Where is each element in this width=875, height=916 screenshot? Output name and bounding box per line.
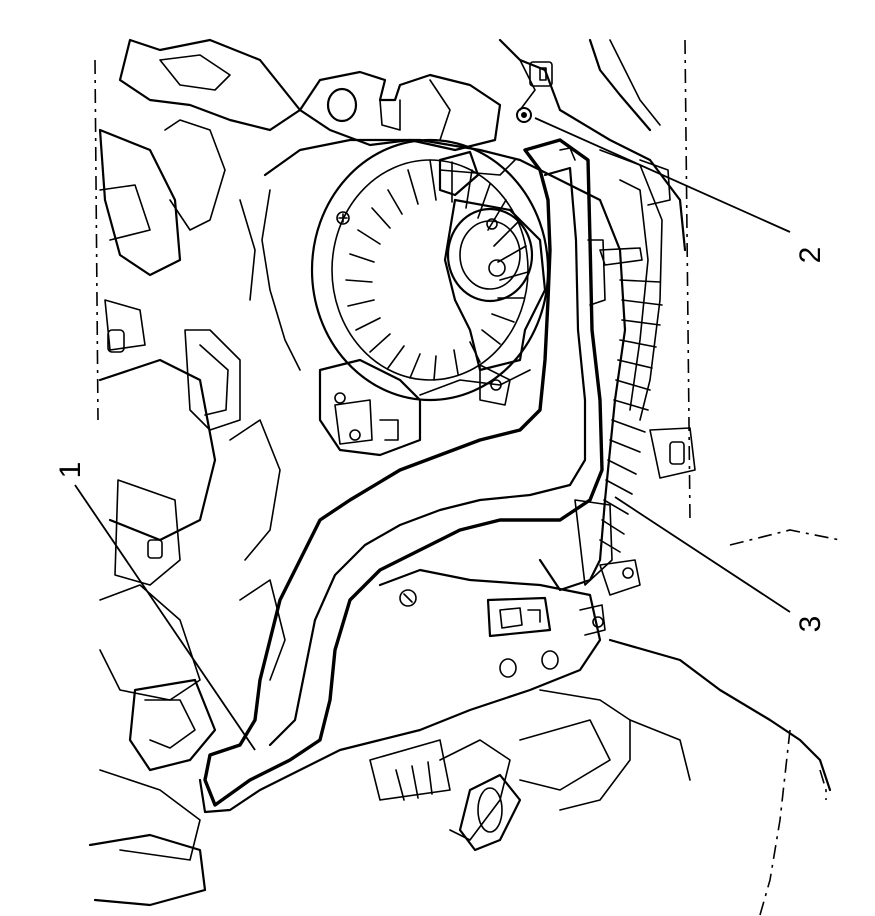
- callout-1: 1: [54, 462, 87, 479]
- blower-wheel: [310, 138, 550, 402]
- callout-2: 2: [794, 247, 827, 264]
- upper-bracket: [298, 70, 502, 152]
- right-wall: [498, 38, 696, 521]
- floor-panel: [539, 529, 841, 916]
- leader-2: [534, 117, 791, 233]
- lower-bracket: [198, 568, 611, 852]
- body-structure: [88, 38, 302, 907]
- leader-3: [614, 496, 791, 613]
- callout-3: 3: [794, 616, 827, 633]
- leader-1: [74, 484, 256, 751]
- bolt-marker-2: [516, 107, 532, 123]
- callout-leaders: [74, 107, 791, 751]
- blower-housing: [261, 138, 663, 596]
- blower-resistor: [318, 358, 531, 457]
- air-duct: [203, 138, 606, 807]
- callout-labels: 1 2 3: [54, 247, 827, 633]
